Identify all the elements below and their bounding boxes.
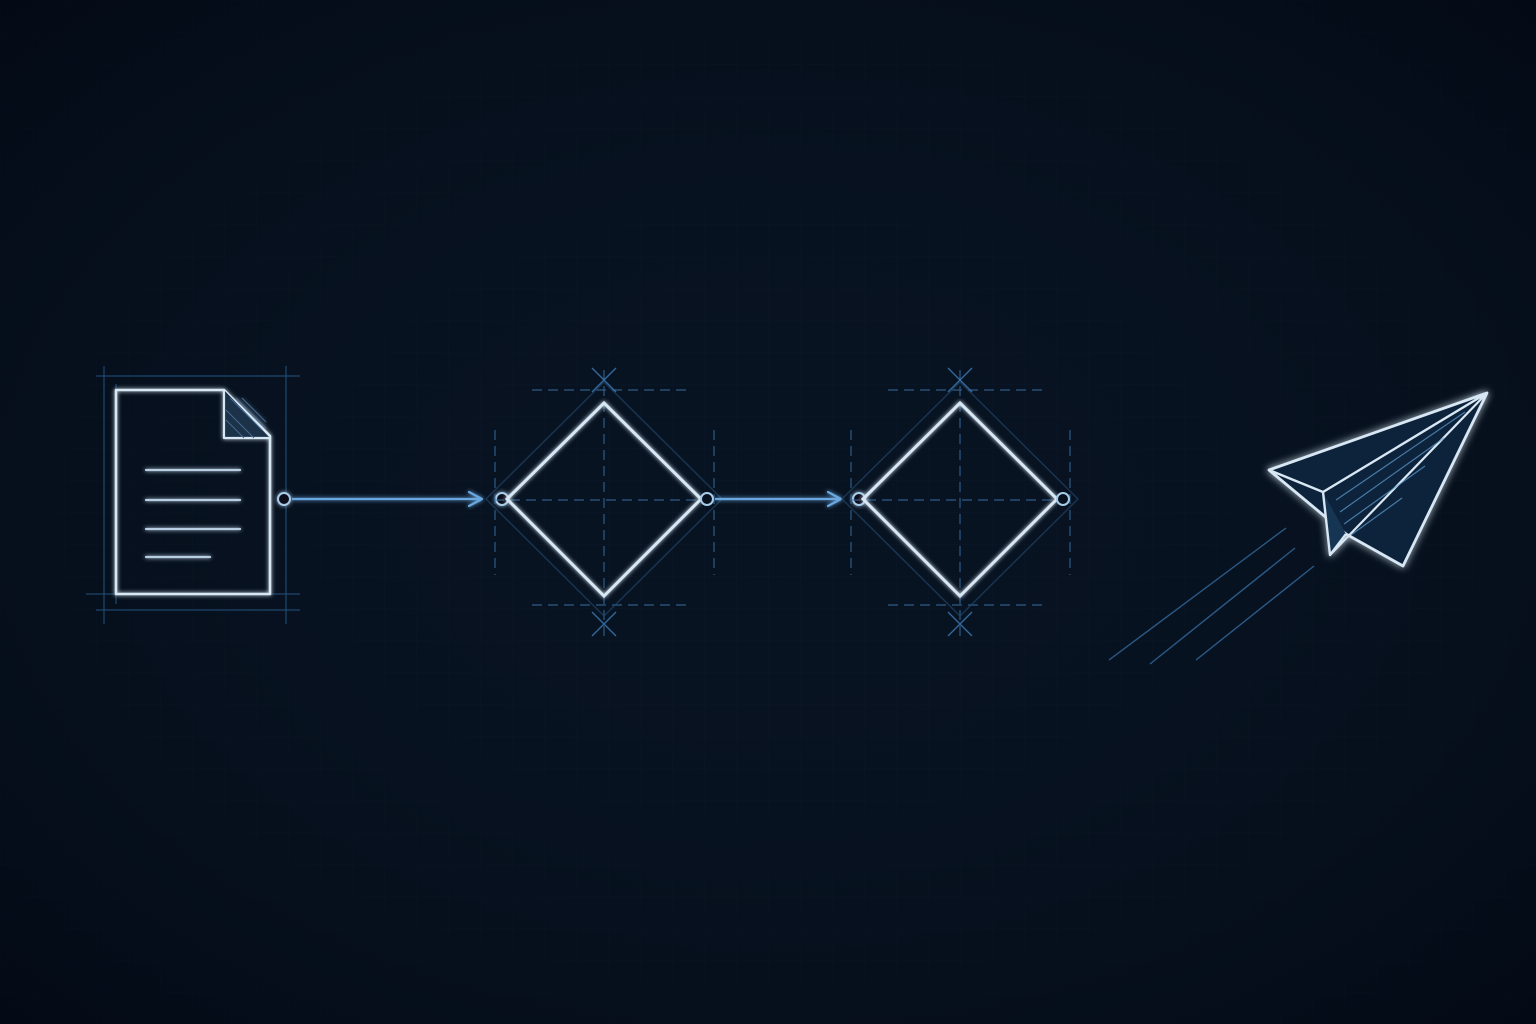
decision-node-1 [484, 367, 724, 637]
send-node [1108, 391, 1489, 665]
decision-node-2 [840, 367, 1080, 637]
decision-guides-2 [850, 370, 1071, 636]
decision-diamond-1 [504, 400, 704, 599]
decision-crosshair-1 [591, 367, 617, 637]
document-icon [114, 388, 272, 596]
decision-crosshair-2 [947, 367, 973, 637]
paper-plane-icon [1267, 391, 1489, 568]
decision-2-output-port [1056, 492, 1070, 506]
document-node [86, 366, 300, 624]
decision-guides-1 [494, 370, 716, 636]
motion-trails [1108, 527, 1315, 665]
decision-outline-2 [840, 380, 1080, 618]
connector-document-to-decision-1 [277, 490, 509, 508]
connector-start-port [277, 492, 291, 506]
decision-diamond-2 [860, 400, 1060, 599]
decision-1-output-port [700, 492, 714, 506]
decision-outline-1 [484, 380, 724, 618]
